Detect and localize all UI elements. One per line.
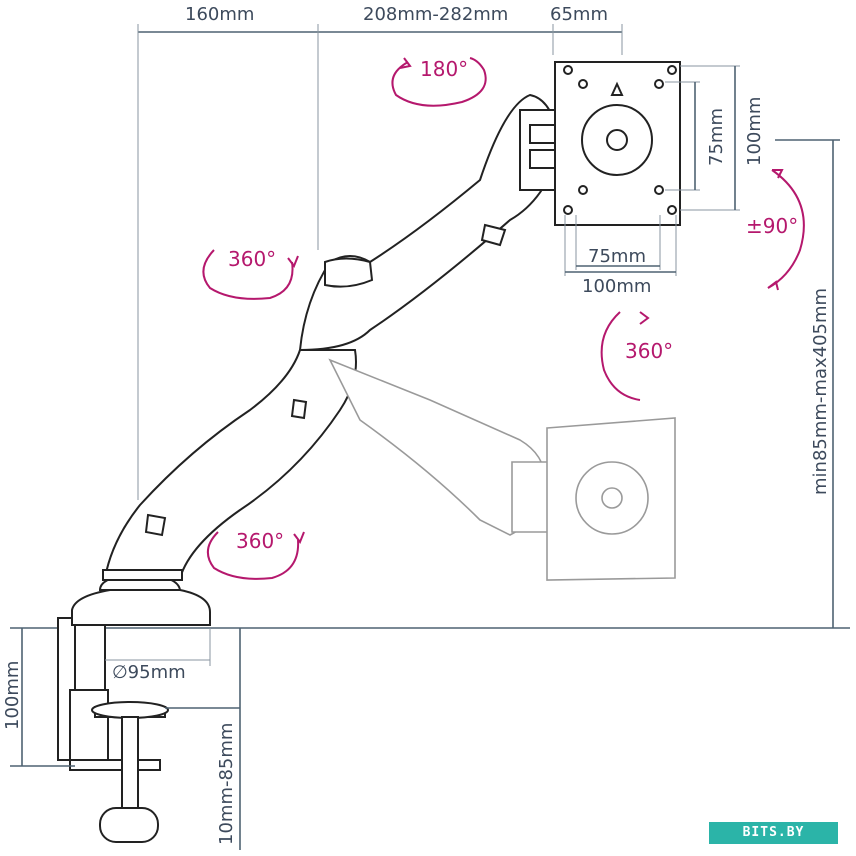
dimension-arm-length: 208mm-282mm xyxy=(363,4,508,25)
upper-arm xyxy=(298,93,571,352)
dimension-desk-thickness: 10mm-85mm xyxy=(216,723,237,845)
dimension-vesa-vertical-75: 75mm xyxy=(706,108,727,166)
dimension-vesa-vertical-100: 100mm xyxy=(744,97,765,166)
rotation-arrow-arm-joint xyxy=(202,249,299,300)
top-dimension-lines xyxy=(137,24,623,500)
watermark-logo: BITS.BY xyxy=(709,822,838,844)
base-diameter-dimension xyxy=(105,628,211,666)
lower-arm xyxy=(102,349,357,581)
dimension-base-diameter: ∅95mm xyxy=(112,662,186,683)
rotation-label-head: 180° xyxy=(420,57,468,81)
rotation-label-display: 360° xyxy=(625,339,673,363)
rotation-arrow-head xyxy=(391,57,487,107)
rotation-arrow-display xyxy=(600,311,650,401)
rotation-arrow-tilt xyxy=(767,169,805,291)
dimension-vesa-horizontal-100: 100mm xyxy=(582,276,651,297)
dimension-clamp-height: 100mm xyxy=(2,661,23,730)
desk-thickness-dimension xyxy=(165,628,241,850)
dimension-vesa-horizontal-75: 75mm xyxy=(588,246,646,267)
rotation-label-tilt: ±90° xyxy=(746,214,798,238)
rotation-label-arm-joint: 360° xyxy=(228,247,276,271)
ghost-upper-arm xyxy=(328,358,549,536)
rotation-label-base: 360° xyxy=(236,529,284,553)
height-range-dimension xyxy=(775,139,840,628)
clamp-height-dimension xyxy=(10,628,75,767)
desk-clamp xyxy=(57,617,169,843)
ghost-vesa-plate xyxy=(546,417,676,581)
rotation-arrow-base xyxy=(207,531,305,580)
vesa-plate xyxy=(554,61,681,226)
dimension-65mm: 65mm xyxy=(550,4,608,25)
vesa-dimension-lines xyxy=(564,65,740,276)
dimension-160mm: 160mm xyxy=(185,4,254,25)
dimension-height-range: min85mm-max405mm xyxy=(810,288,831,495)
arm-base xyxy=(71,572,211,626)
